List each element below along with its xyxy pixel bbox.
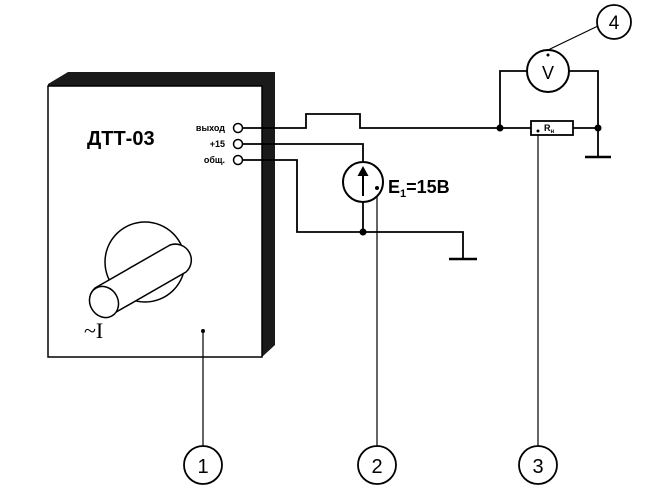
junctions — [359, 124, 602, 236]
terminal-label-common: общ. — [204, 155, 225, 165]
voltmeter-label: V — [542, 63, 554, 83]
source-label: E1=15В — [388, 177, 450, 200]
terminal-common — [232, 154, 244, 166]
terminal-label-output: выход — [196, 123, 225, 133]
svg-text:1: 1 — [197, 456, 208, 478]
wires — [202, 24, 601, 446]
device-body — [47, 85, 263, 358]
svg-text:4: 4 — [609, 13, 620, 34]
callout-2: 2 — [357, 445, 397, 485]
ground-icon — [449, 155, 611, 261]
callouts: 1 2 3 4 — [183, 4, 632, 485]
svg-text:3: 3 — [532, 456, 543, 478]
terminal-output — [232, 122, 244, 134]
wire-output — [242, 113, 500, 129]
voltmeter-icon — [526, 49, 570, 93]
wire-plus15 — [242, 143, 364, 162]
wire-voltmeter-right — [569, 70, 599, 128]
callout-1: 1 — [183, 445, 223, 485]
resistor-label: Rн — [544, 123, 555, 135]
load-resistor: Rн — [530, 120, 574, 136]
device-dtt03: ДТТ-03 выход +15 общ. ~I — [47, 72, 275, 358]
wire-voltmeter-left — [499, 70, 527, 128]
resistor-icon — [530, 120, 574, 136]
terminal-plus15 — [232, 138, 244, 150]
terminal-label-plus15: +15 — [210, 139, 225, 149]
device-title: ДТТ-03 — [87, 128, 155, 150]
svg-text:2: 2 — [371, 456, 382, 478]
arrow-up-icon — [357, 166, 369, 176]
knob-icon — [88, 221, 193, 319]
voltage-source: E1=15В — [342, 161, 450, 203]
callout-3: 3 — [518, 445, 558, 485]
callout-4: 4 — [596, 4, 632, 40]
mode-label: ~I — [84, 318, 103, 343]
voltmeter: V — [526, 49, 570, 93]
leader-4 — [547, 24, 601, 51]
wire-common — [242, 159, 464, 259]
